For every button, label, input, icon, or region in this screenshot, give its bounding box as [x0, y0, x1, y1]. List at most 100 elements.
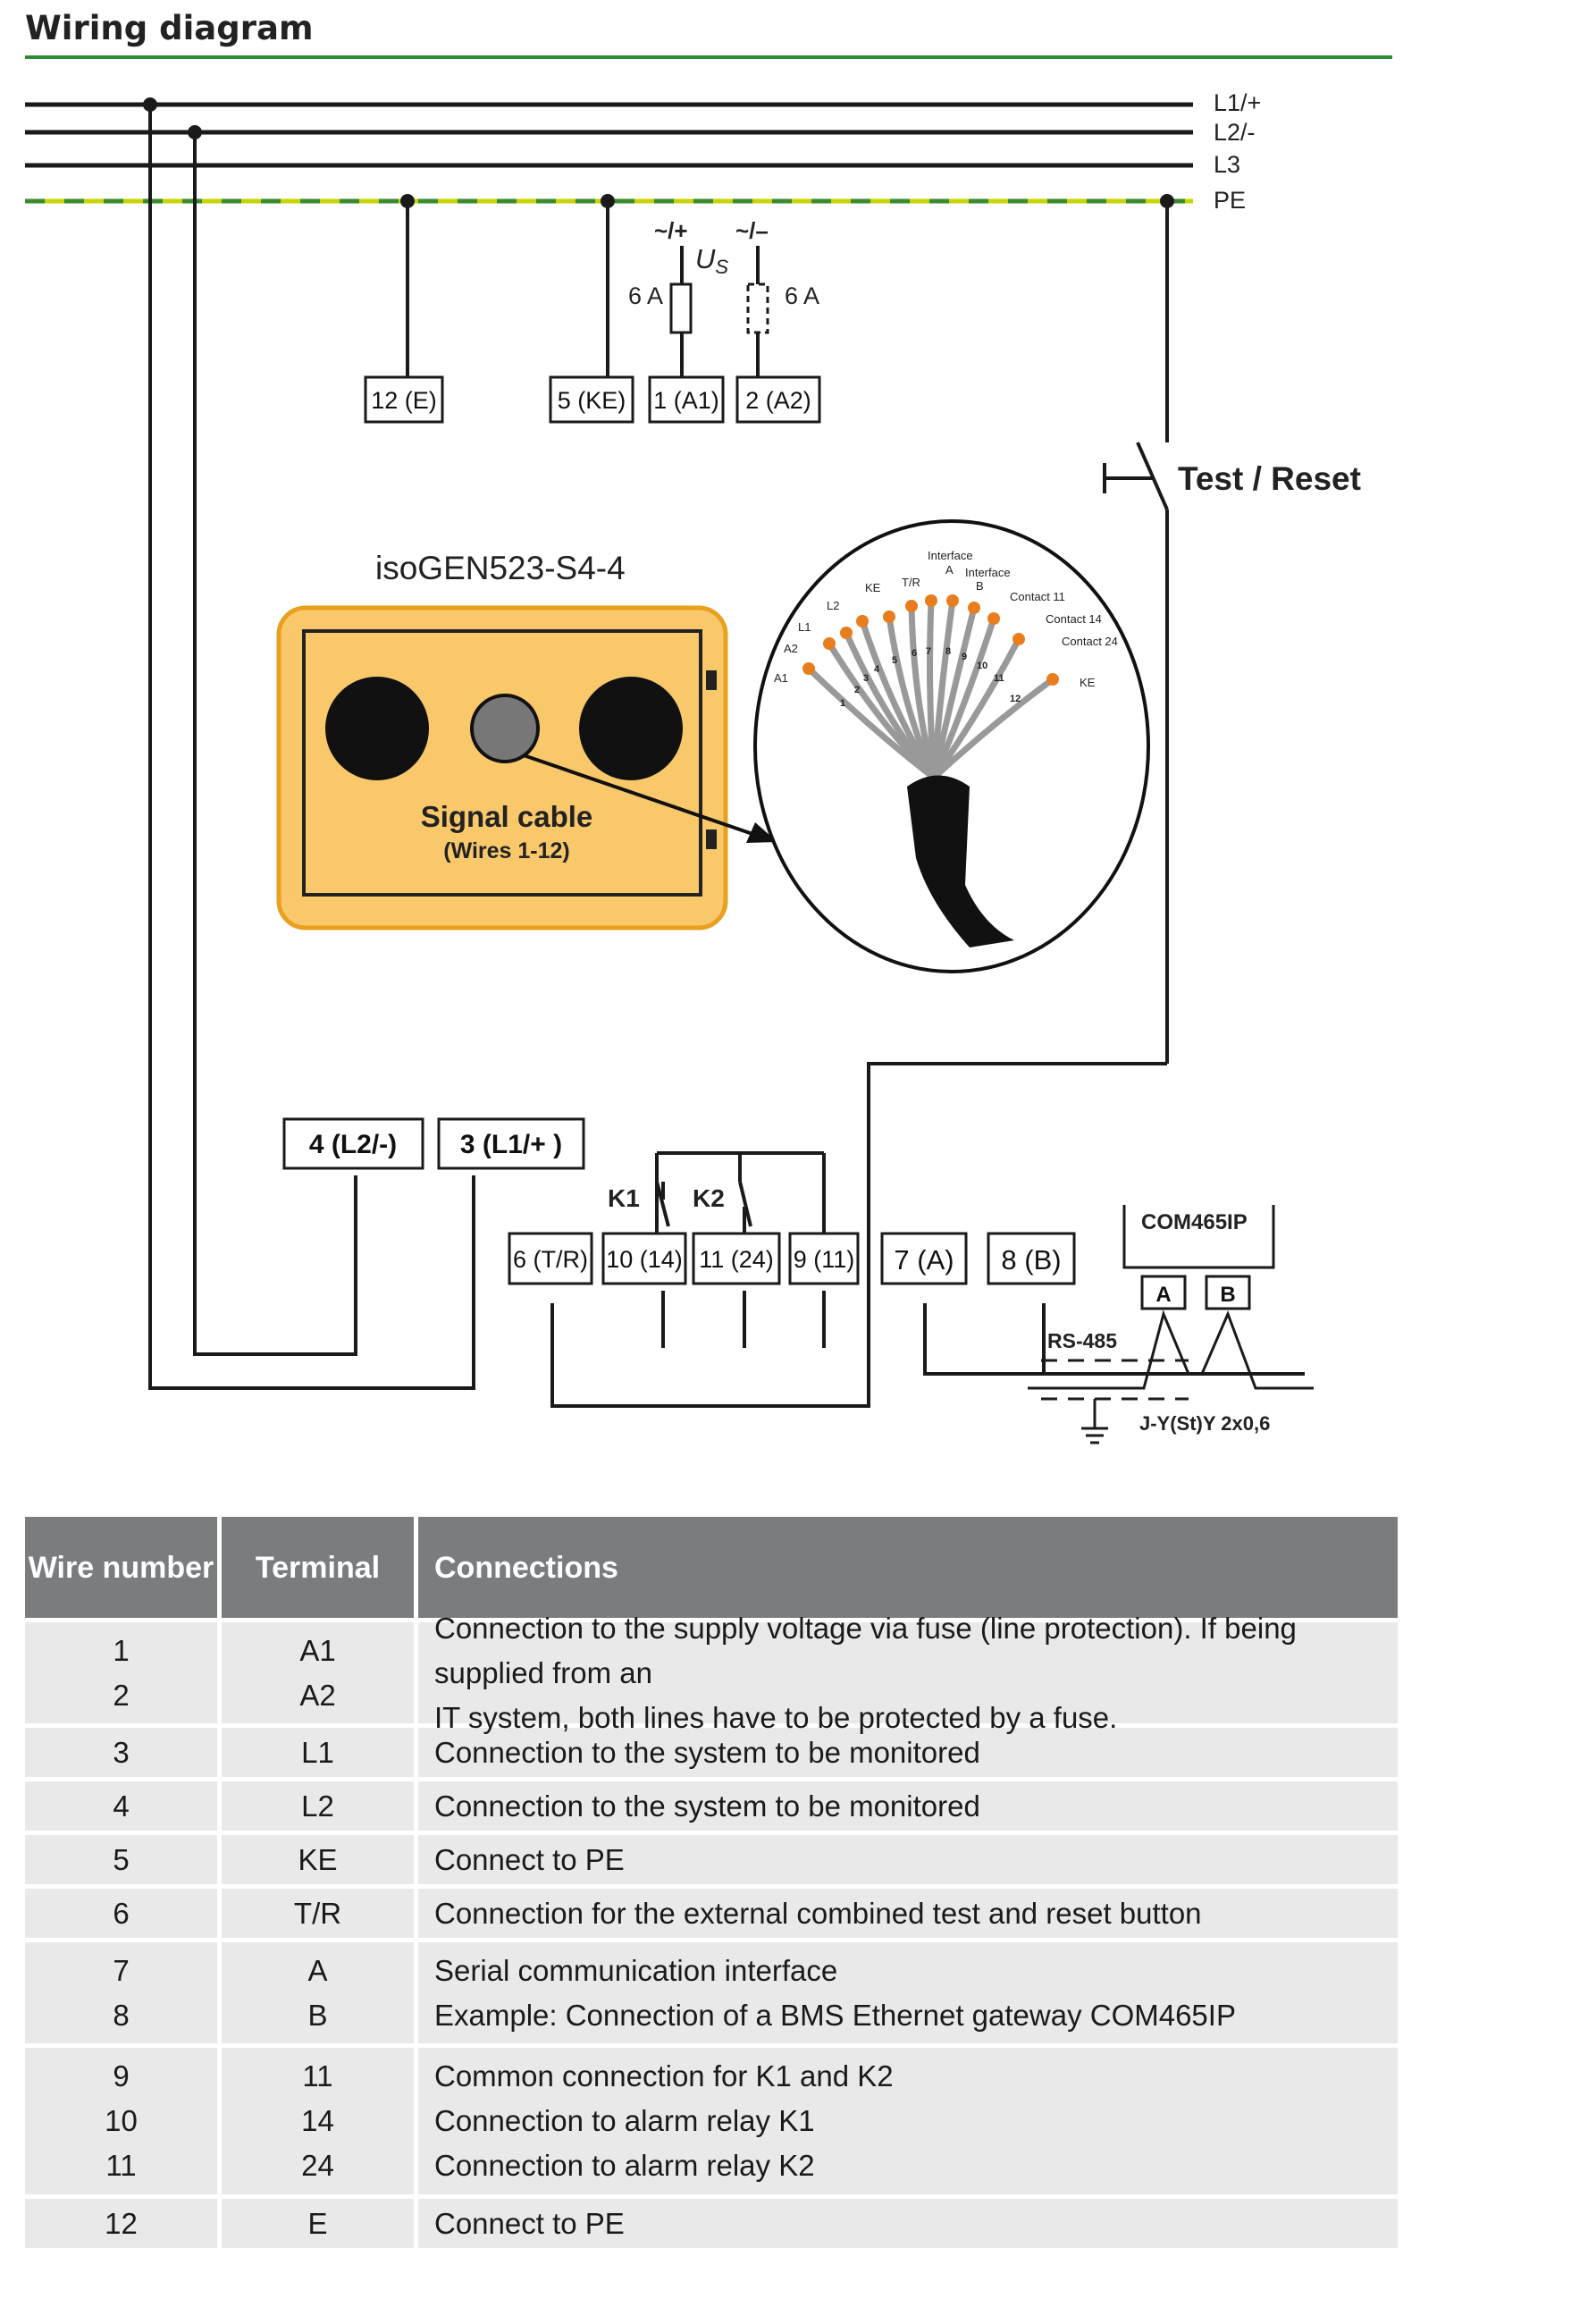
relay-contacts	[655, 1181, 752, 1227]
supply-plus: ~/+	[654, 217, 688, 244]
svg-text:L2: L2	[827, 599, 839, 612]
cable-wire-labels: A1 A2 L1 L2 KE T/R Interface A Interface…	[774, 549, 1118, 689]
connection-text: IT system, both lines have to be protect…	[434, 1700, 1118, 1734]
terminal-11: 11 (24)	[699, 1246, 774, 1273]
signal-cable-port	[470, 694, 540, 763]
svg-text:7: 7	[926, 646, 931, 657]
wire-number: 3	[113, 1735, 130, 1769]
connection-text: Common connection for K1 and K2	[434, 2059, 894, 2092]
svg-text:2: 2	[854, 685, 860, 695]
title-underline	[25, 55, 1392, 59]
svg-text:Contact 11: Contact 11	[1010, 590, 1065, 603]
l1-label: L1/+	[1214, 89, 1261, 116]
device-name: isoGEN523-S4-4	[375, 550, 626, 586]
table-row: 4 L2 Connection to the system to be moni…	[25, 1781, 1398, 1835]
table-row: 12 E Connect to PE	[25, 2199, 1398, 2252]
terminal: A1	[299, 1633, 336, 1667]
com-b: B	[1220, 1283, 1235, 1307]
terminal-4: 4 (L2/-)	[309, 1130, 397, 1159]
terminal-10: 10 (14)	[606, 1246, 683, 1273]
svg-text:3: 3	[863, 673, 869, 684]
header-connections: Connections	[434, 1550, 618, 1585]
top-terminals	[364, 375, 821, 424]
header-wire-number: Wire number	[25, 1517, 222, 1618]
svg-text:Contact 14: Contact 14	[1046, 612, 1102, 626]
terminal-6: 6 (T/R)	[513, 1246, 588, 1273]
terminal-8: 8 (B)	[1001, 1244, 1061, 1276]
table-header: Wire number Terminal Connections	[25, 1517, 1398, 1622]
svg-text:Interface: Interface	[928, 549, 973, 562]
com-a: A	[1155, 1283, 1171, 1307]
device-inner	[302, 629, 702, 897]
connection-text: Connection to alarm relay K1	[434, 2104, 815, 2137]
wire-number: 1	[113, 1633, 130, 1667]
wire-number: 7	[113, 1953, 130, 1987]
svg-text:1: 1	[840, 698, 845, 709]
terminal: E	[307, 2206, 328, 2240]
terminal: KE	[298, 1842, 338, 1876]
terminal-9: 9 (11)	[794, 1246, 855, 1273]
svg-text:4: 4	[874, 664, 880, 675]
svg-text:L1: L1	[798, 620, 811, 634]
connection-text: Connection for the external combined tes…	[434, 1896, 1202, 1930]
table-row: 5 KE Connect to PE	[25, 1835, 1398, 1889]
test-reset-label: Test / Reset	[1178, 460, 1361, 497]
connection-text: Connect to PE	[434, 2206, 625, 2240]
terminal-2: 2 (A2)	[745, 387, 811, 414]
svg-text:A: A	[945, 563, 954, 577]
fuse-left-label: 6 A	[628, 282, 663, 309]
terminal: B	[307, 1998, 328, 2032]
pe-label: PE	[1214, 187, 1246, 214]
device-hole-left	[325, 677, 429, 780]
cable-wire-numbers: 1 2 3 4 5 6 7 8 9 10 11 12	[840, 646, 1021, 709]
wire-number: 5	[113, 1842, 130, 1876]
table-row: 6 T/R Connection for the external combin…	[25, 1889, 1398, 1942]
connection-text: Example: Connection of a BMS Ethernet ga…	[434, 1998, 1236, 2032]
svg-text:9: 9	[962, 652, 967, 662]
terminal: 24	[301, 2149, 334, 2182]
page-title: Wiring diagram	[25, 9, 314, 47]
svg-text:KE: KE	[865, 581, 881, 594]
terminal-3: 3 (L1/+ )	[460, 1130, 562, 1159]
connection-text: Connection to the system to be monitored	[434, 1789, 980, 1823]
supply-lines	[25, 102, 1193, 168]
header-terminal: Terminal	[222, 1517, 418, 1618]
fuse-right-label: 6 A	[785, 282, 819, 309]
wire-number: 10	[105, 2104, 138, 2137]
connection-text: Connection to the system to be monitored	[434, 1735, 980, 1769]
terminal: 11	[302, 2059, 333, 2092]
relay-k2: K2	[693, 1184, 725, 1212]
rs485-label: RS-485	[1047, 1329, 1117, 1352]
svg-text:Contact 24: Contact 24	[1062, 635, 1118, 648]
rs485-bus	[925, 1309, 1314, 1444]
connection-text: Connect to PE	[434, 1842, 625, 1876]
svg-text:12: 12	[1010, 694, 1021, 704]
wire-number: 4	[113, 1789, 130, 1823]
terminal-7: 7 (A)	[894, 1244, 954, 1276]
test-reset-switch	[1103, 442, 1169, 510]
terminal: L2	[301, 1789, 334, 1823]
wire-number: 12	[105, 2206, 138, 2240]
com-device-label: COM465IP	[1141, 1210, 1248, 1234]
cable-type-label: J-Y(St)Y 2x0,6	[1139, 1412, 1270, 1435]
l3-label: L3	[1214, 151, 1240, 178]
signal-cable-sublabel: (Wires 1-12)	[443, 838, 570, 863]
terminal: L1	[301, 1735, 334, 1769]
svg-text:5: 5	[892, 655, 897, 666]
l2-label: L2/-	[1214, 119, 1256, 146]
svg-text:B: B	[976, 579, 984, 593]
terminal-1: 1 (A1)	[653, 387, 719, 414]
fuse-left	[669, 282, 693, 334]
terminal: A	[307, 1953, 328, 1987]
svg-text:A1: A1	[774, 671, 788, 685]
svg-text:11: 11	[994, 673, 1004, 684]
svg-text:6: 6	[912, 648, 917, 659]
fuse-right	[746, 282, 769, 334]
svg-text:T/R: T/R	[902, 576, 920, 589]
svg-text:Interface: Interface	[965, 566, 1011, 579]
svg-text:8: 8	[945, 646, 951, 657]
supply-minus: ~/–	[735, 217, 769, 244]
